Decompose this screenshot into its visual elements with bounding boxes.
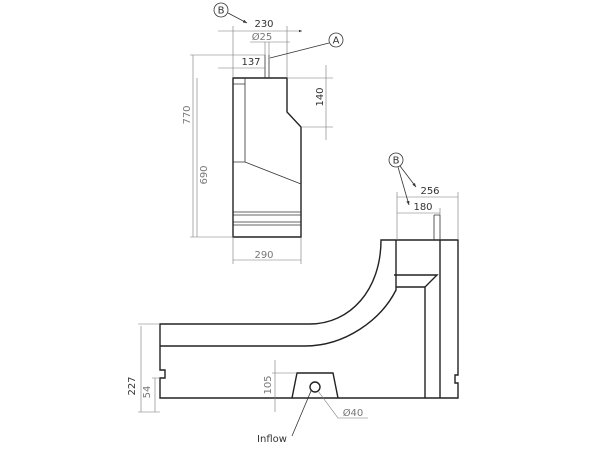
- inflow-label: Inflow: [257, 434, 287, 445]
- dim-54: 54: [142, 386, 153, 399]
- dim-770: 770: [182, 105, 193, 124]
- top-view-outline: [232, 77, 302, 238]
- top-pipe: [264, 55, 270, 78]
- dim-137: 137: [241, 57, 260, 68]
- side-view: 227 54 105 Ø40 256 180 B Inflow: [127, 152, 459, 445]
- callout-b-circle: [213, 2, 229, 18]
- inlet-pipe: [309, 381, 321, 393]
- arm-inner-curve: [160, 240, 397, 347]
- inlet-housing: [291, 372, 339, 399]
- callout-b-label-side: B: [393, 156, 400, 167]
- dim-diameter-40: Ø40: [343, 407, 364, 419]
- dim-105: 105: [263, 375, 274, 394]
- callout-a-circle: [328, 32, 344, 48]
- dim-290: 290: [254, 250, 273, 261]
- top-view: 230 Ø25 137 140 770 690 290 B A: [182, 2, 344, 264]
- dim-diameter-25: Ø25: [252, 31, 273, 43]
- dim-256: 256: [420, 186, 439, 197]
- callout-b-label: B: [218, 6, 225, 17]
- right-chamber: [394, 240, 441, 398]
- dim-230: 230: [254, 19, 273, 30]
- dim-140: 140: [315, 87, 326, 106]
- dim-227: 227: [127, 376, 138, 395]
- right-pipe: [433, 214, 441, 240]
- top-view-inner-lines: [233, 78, 302, 226]
- dim-690: 690: [199, 165, 210, 184]
- dim-180: 180: [413, 202, 432, 213]
- callout-a-label: A: [333, 36, 340, 47]
- callout-b-circle-side: [388, 152, 404, 168]
- side-view-outline: [159, 239, 459, 399]
